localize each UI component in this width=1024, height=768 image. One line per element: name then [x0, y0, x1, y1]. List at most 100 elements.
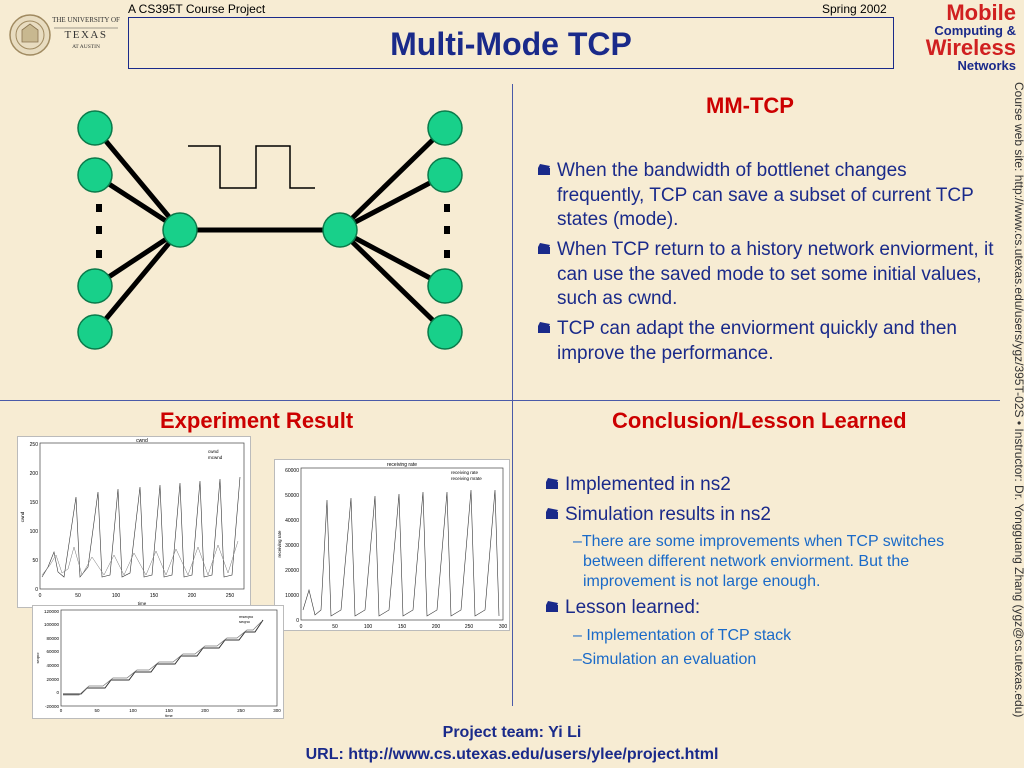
x-tick-label: 150 — [398, 624, 407, 630]
project-url-link[interactable]: URL: http://www.cs.utexas.edu/users/ylee… — [305, 746, 719, 763]
x-tick-label: 100 — [129, 708, 137, 713]
y-tick-label: 10000 — [285, 593, 299, 599]
y-tick-label: 120000 — [44, 609, 60, 614]
x-tick-label: 0 — [300, 624, 303, 630]
clapperboard-bullet-icon — [546, 601, 558, 613]
x-tick-label: 150 — [165, 708, 173, 713]
receiving-rate-series-line — [302, 489, 500, 617]
title-box — [128, 17, 894, 69]
logo-line-2: TEXAS — [65, 29, 108, 41]
bullet-text: When the bandwidth of bottlenet changes … — [557, 160, 974, 231]
y-tick-label: 60000 — [46, 649, 59, 654]
plot-legend: cwnd — [208, 449, 219, 454]
y-axis-label: cwnd — [20, 511, 25, 522]
clapperboard-bullet-icon — [538, 164, 550, 175]
x-tick-label: 300 — [273, 708, 281, 713]
mm-tcp-heading: MM-TCP — [706, 93, 794, 118]
x-tick-label: 200 — [201, 708, 209, 713]
y-axis-label: seqno — [35, 652, 40, 664]
left-node — [77, 110, 113, 146]
project-team: Project team: Yi Li — [0, 724, 1024, 742]
x-tick-label: 250 — [465, 624, 474, 630]
y-tick-label: 0 — [35, 587, 38, 593]
x-tick-label: 150 — [150, 593, 159, 599]
x-tick-label: 0 — [39, 593, 42, 599]
left-node — [77, 314, 113, 350]
cwnd-plot-svg: cwnd cwnd mcwnd 0 50 100 150 200 250 0 5… — [20, 438, 245, 606]
seqno-plot-svg: mseqno seqno -20000 0 20000 40000 60000 … — [35, 609, 281, 718]
right-node — [427, 314, 463, 350]
y-tick-label: 100000 — [44, 622, 60, 627]
project-team-text: Project team: Yi Li — [442, 724, 582, 741]
x-axis-label: time — [138, 601, 147, 606]
x-tick-label: 50 — [332, 624, 338, 630]
project-url[interactable]: URL: http://www.cs.utexas.edu/users/ylee… — [0, 746, 1024, 764]
logo-line-1: THE UNIVERSITY OF — [52, 16, 120, 24]
clapperboard-bullet-icon — [538, 322, 550, 334]
x-tick-label: 250 — [237, 708, 245, 713]
sub-list-item: – Implementation of TCP stack — [573, 627, 792, 645]
list-item: Lesson learned: — [545, 596, 1000, 621]
x-tick-label: 50 — [94, 708, 100, 713]
x-tick-label: 100 — [364, 624, 373, 630]
y-tick-label: 40000 — [46, 663, 59, 668]
plot-legend: mcwnd — [208, 455, 223, 460]
y-tick-label: 60000 — [285, 468, 299, 474]
term-label: Spring 2002 — [822, 2, 887, 16]
plot-title: receiving rate — [387, 462, 417, 468]
cwnd-plot: cwnd cwnd mcwnd 0 50 100 150 200 250 0 5… — [17, 436, 251, 608]
sub-list-item: –There are some improvements when TCP sw… — [573, 533, 945, 591]
bullet-text: When TCP return to a history network env… — [557, 239, 994, 310]
cwnd-series-line — [41, 476, 241, 578]
y-tick-label: 20000 — [46, 677, 59, 682]
left-node — [77, 268, 113, 304]
clapperboard-bullet-icon — [538, 243, 550, 255]
university-logo: THE UNIVERSITY OF TEXAS AT AUSTIN — [8, 2, 120, 70]
plot-legend: receiving mrate — [451, 476, 482, 481]
y-tick-label: 150 — [30, 500, 39, 506]
logo-line-3: AT AUSTIN — [72, 44, 100, 50]
x-tick-label: 0 — [60, 708, 63, 713]
sub-list-item: –Simulation an evaluation — [573, 651, 757, 669]
receiving-rate-plot: receiving rate receiving rate receiving … — [274, 459, 510, 631]
horizontal-divider — [0, 400, 1000, 401]
course-brand: Mobile Computing & Wireless Networks — [900, 0, 1016, 73]
brand-line-4: Networks — [957, 58, 1016, 73]
plot-legend: seqno — [239, 619, 251, 624]
y-tick-label: 50000 — [285, 493, 299, 499]
mseqno-series-line — [63, 621, 262, 696]
bullet-text: Implemented in ns2 — [565, 474, 731, 495]
bandwidth-square-wave — [188, 145, 315, 189]
bullet-text: Simulation results in ns2 — [565, 503, 771, 525]
y-tick-label: 0 — [56, 690, 59, 695]
x-tick-label: 100 — [112, 593, 121, 599]
list-item: Simulation results in ns2 — [545, 503, 1000, 528]
x-tick-label: 200 — [432, 624, 441, 630]
x-tick-label: 50 — [75, 593, 81, 599]
bullet-text: Lesson learned: — [565, 597, 701, 619]
right-node — [427, 110, 463, 146]
side-course-info: Course web site: http://www.cs.utexas.ed… — [1010, 82, 1024, 738]
x-axis-label: time — [165, 713, 173, 718]
x-tick-label: 300 — [499, 624, 508, 630]
vertical-divider — [512, 84, 513, 706]
y-tick-label: 0 — [296, 618, 299, 624]
y-tick-label: 80000 — [46, 636, 59, 641]
seqno-plot: mseqno seqno -20000 0 20000 40000 60000 … — [32, 605, 284, 719]
side-course-info-text: Course web site: http://www.cs.utexas.ed… — [1012, 82, 1024, 718]
brand-line-2: Computing & — [934, 23, 1016, 38]
clapperboard-bullet-icon — [546, 478, 558, 489]
experiment-heading: Experiment Result — [160, 408, 354, 433]
left-node — [77, 157, 113, 193]
x-tick-label: 200 — [188, 593, 197, 599]
y-tick-label: -20000 — [45, 704, 60, 709]
y-tick-label: 200 — [30, 471, 39, 477]
page-title: Multi-Mode TCP — [390, 26, 632, 62]
right-node — [427, 157, 463, 193]
y-tick-label: 100 — [30, 529, 39, 535]
brand-line-1: Mobile — [946, 0, 1016, 25]
plot-title: cwnd — [136, 438, 148, 444]
brand-line-3: Wireless — [925, 35, 1016, 60]
y-axis-label: receiving rate — [277, 530, 282, 558]
y-tick-label: 250 — [30, 442, 39, 448]
